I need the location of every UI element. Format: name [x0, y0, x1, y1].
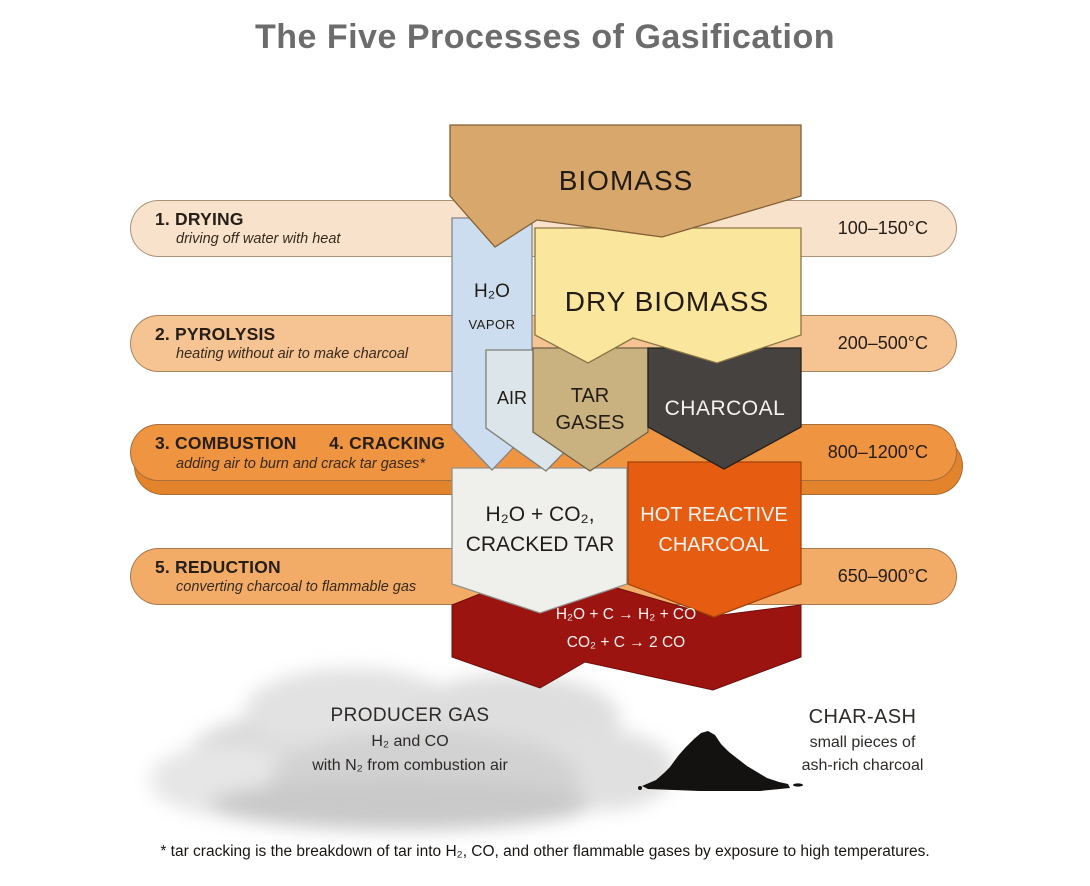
producer-gas-title: PRODUCER GAS	[330, 705, 490, 726]
producer-gas-cloud	[150, 660, 680, 845]
char-ash-line1: small pieces of	[809, 734, 916, 751]
band-reduction-label: 5. REDUCTION converting charcoal to flam…	[155, 557, 416, 596]
temp-pyrolysis: 200–500°C	[837, 333, 928, 353]
hot-charcoal-line2: CHARCOAL	[658, 534, 769, 556]
charcoal-label: CHARCOAL	[665, 397, 786, 420]
temp-combustion: 800–1200°C	[827, 442, 928, 462]
hot-charcoal-line1: HOT REACTIVE	[640, 504, 787, 526]
gasification-flow: BIOMASS H₂O VAPOR DRY BIOMASS AIR TAR GA…	[449, 124, 802, 691]
stage-name-reduction: 5. REDUCTION	[155, 557, 281, 577]
dry-biomass-block	[534, 227, 802, 364]
stage-desc-drying: driving off water with heat	[176, 231, 341, 248]
temp-reduction: 650–900°C	[837, 566, 928, 586]
char-pile-shape	[642, 731, 790, 791]
char-speck	[638, 786, 642, 790]
stage-name-combustion: 3. COMBUSTION	[155, 433, 297, 453]
producer-gas-line2: with N₂ from combustion air	[312, 757, 508, 774]
stage-name-cracking: 4. CRACKING	[329, 433, 446, 453]
stage-desc-reduction: converting charcoal to flammable gas	[176, 579, 417, 596]
dry-biomass-label: DRY BIOMASS	[565, 286, 769, 317]
vapor-label: VAPOR	[468, 317, 515, 332]
producer-gas-text: PRODUCER GAS H₂ and CO with N₂ from comb…	[230, 705, 590, 775]
tar-label: TAR	[571, 385, 610, 407]
temp-drying: 100–150°C	[837, 218, 928, 238]
char-speck	[793, 783, 803, 787]
stage-name-drying: 1. DRYING	[155, 209, 244, 229]
charcoal-block	[647, 347, 802, 470]
stage-desc-pyrolysis: heating without air to make charcoal	[176, 346, 409, 363]
cracked-tar-line2: CRACKED TAR	[466, 533, 615, 556]
reduction-equation-2: CO₂ + C → 2 CO	[567, 634, 685, 651]
reduction-equation-1: H₂O + C → H₂ + CO	[556, 606, 696, 623]
char-ash-pile	[638, 731, 803, 791]
stage-desc-combustion: adding air to burn and crack tar gases*	[176, 456, 426, 473]
biomass-label: BIOMASS	[559, 165, 694, 196]
char-ash-line2: ash-rich charcoal	[801, 757, 924, 774]
stage-name-pyrolysis: 2. PYROLYSIS	[155, 324, 276, 344]
band-combustion-label: 3. COMBUSTION 4. CRACKING adding air to …	[155, 433, 445, 473]
gases-label: GASES	[556, 412, 625, 434]
cloud-shape	[150, 660, 680, 845]
footnote: * tar cracking is the breakdown of tar i…	[160, 843, 930, 860]
band-pyrolysis-label: 2. PYROLYSIS heating without air to make…	[155, 324, 408, 363]
producer-gas-line1: H₂ and CO	[371, 733, 449, 750]
air-label: AIR	[497, 388, 527, 408]
char-ash-text: CHAR-ASH small pieces of ash-rich charco…	[780, 706, 945, 775]
cracked-tar-block	[451, 467, 628, 614]
biomass-block	[449, 124, 802, 248]
tar-gases-block	[532, 347, 649, 472]
cracked-tar-line1: H₂O + CO₂,	[485, 503, 594, 526]
char-ash-title: CHAR-ASH	[808, 706, 917, 728]
h2o-label: H₂O	[474, 281, 510, 302]
hot-charcoal-block	[627, 461, 802, 618]
band-drying-label: 1. DRYING driving off water with heat	[155, 209, 340, 248]
page-title: The Five Processes of Gasification	[254, 18, 836, 56]
